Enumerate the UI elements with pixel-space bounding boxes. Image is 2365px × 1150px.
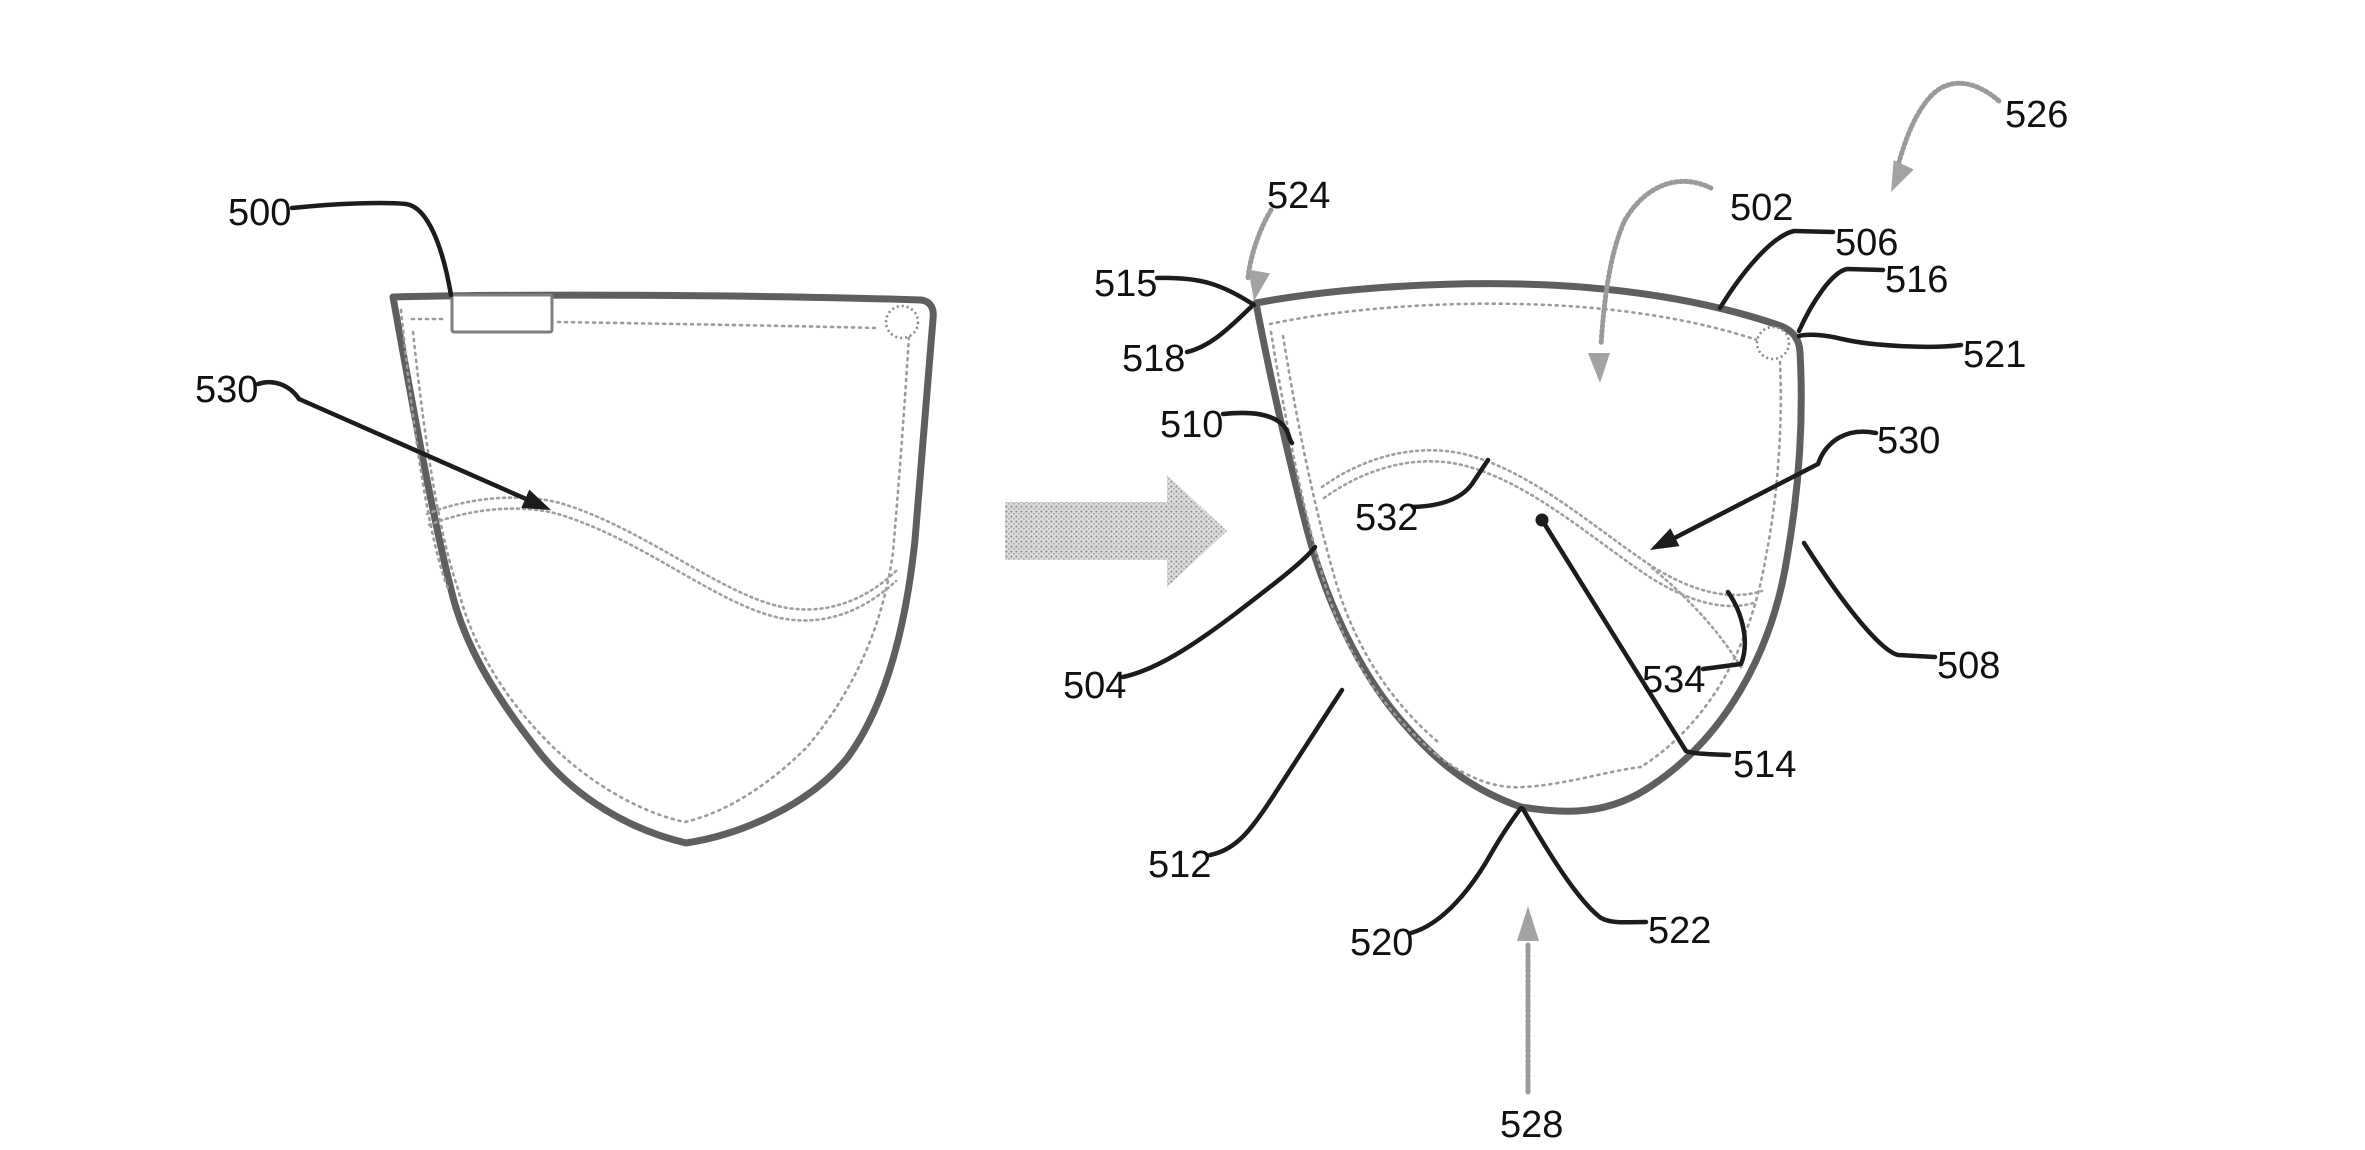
ref-label-526: 526 (2005, 94, 2068, 136)
right-pocket-top-seam (1268, 302, 1762, 343)
left-flap-curve-lower (427, 507, 898, 622)
leader-512 (1207, 687, 1345, 858)
ref-label-528: 528 (1500, 1104, 1563, 1146)
ref-label-532: 532 (1355, 497, 1418, 539)
ref-label-510: 510 (1160, 404, 1223, 446)
ref-label-500: 500 (228, 192, 291, 234)
right-button-hole (1755, 325, 1791, 361)
right-flap-dip-curve (1650, 566, 1744, 671)
right-pocket-outline (1252, 280, 1805, 815)
left-pocket-outline (389, 291, 937, 847)
arrow-524-head (1248, 269, 1270, 301)
ref-label-506: 506 (1835, 222, 1898, 264)
right-pocket-bottom-seam (1436, 754, 1643, 789)
right-pocket-figure: 524 515 518 510 532 504 512 520 528 522 … (1063, 80, 2068, 1146)
ref-label-534: 534 (1642, 659, 1705, 701)
left-flap-curve-upper (425, 496, 900, 611)
ref-label-520: 520 (1350, 922, 1413, 964)
left-pocket-top-seam-right (556, 320, 878, 330)
arrow-528-head (1517, 906, 1539, 941)
leader-532 (1410, 457, 1491, 510)
left-pocket-figure: 500 530 (195, 192, 937, 847)
leader-520 (1408, 805, 1524, 936)
left-pocket-inner-seam (411, 330, 911, 824)
leader-514 (1539, 517, 1732, 758)
arrow-526-shaft (1892, 80, 2002, 181)
right-flap-curve-lower (1322, 460, 1759, 608)
ref-label-516: 516 (1885, 259, 1948, 301)
leader-516 (1796, 266, 1886, 334)
ref-label-521: 521 (1963, 334, 2026, 376)
leader-504 (1120, 544, 1318, 680)
ref-label-530-right: 530 (1877, 420, 1940, 462)
left-pocket-tab (450, 293, 554, 334)
left-button-hole (884, 304, 920, 340)
leader-508 (1801, 540, 1938, 660)
ref-label-518: 518 (1122, 338, 1185, 380)
right-flap-curve-upper (1320, 449, 1764, 597)
ref-label-502: 502 (1730, 187, 1793, 229)
arrow-524-shaft (1245, 207, 1274, 281)
ref-label-515: 515 (1094, 263, 1157, 305)
ref-label-508: 508 (1937, 645, 2000, 687)
transform-arrow-icon (1005, 475, 1227, 587)
leader-534 (1700, 589, 1747, 672)
leader-530-left (255, 379, 545, 509)
left-pocket-edge-seam (399, 308, 451, 593)
arrow-502-head (1588, 353, 1610, 383)
arrow-526-head (1891, 160, 1914, 192)
leader-506 (1717, 228, 1836, 311)
leader-521 (1796, 332, 1964, 350)
arrowhead-530-left (521, 489, 551, 510)
ref-label-530-left: 530 (195, 369, 258, 411)
right-pocket-left-seam (1269, 330, 1440, 758)
leader-518 (1184, 304, 1254, 355)
ref-label-514: 514 (1733, 744, 1796, 786)
ref-label-512: 512 (1148, 844, 1211, 886)
right-pocket-edge-seam (1281, 334, 1440, 744)
leader-500 (289, 200, 454, 298)
leader-522 (1520, 806, 1649, 925)
leader-515 (1154, 275, 1257, 308)
leader-510 (1220, 410, 1295, 446)
arrowhead-530-right (1650, 528, 1680, 550)
arrow-502-shaft (1598, 178, 1714, 348)
ref-label-524: 524 (1267, 175, 1330, 217)
ref-label-522: 522 (1648, 910, 1711, 952)
right-pocket-right-seam (1639, 360, 1783, 769)
leader-530-right (1656, 429, 1879, 549)
ref-label-504: 504 (1063, 665, 1126, 707)
